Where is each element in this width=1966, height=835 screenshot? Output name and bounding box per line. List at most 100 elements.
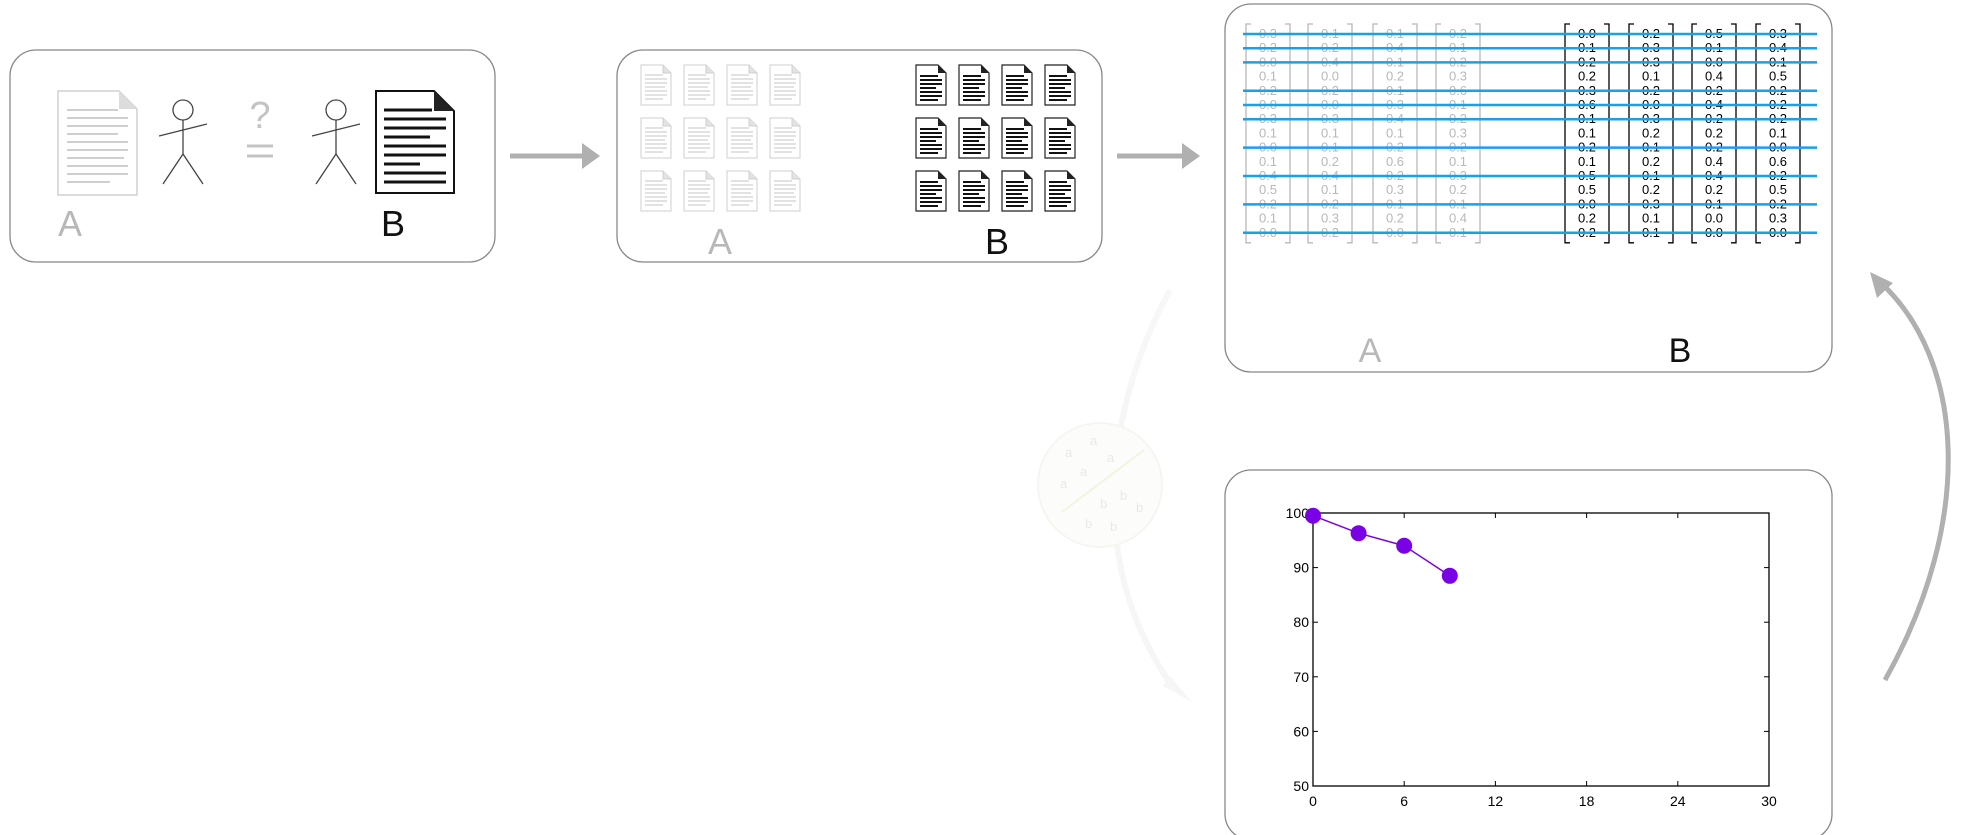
matrix-b-cell: 0.0 — [1705, 211, 1723, 226]
matrix-b-bracket-left — [1628, 23, 1634, 244]
matrix-a-cell: 0.0 — [1321, 69, 1339, 84]
matrix-a-cell: 0.1 — [1321, 125, 1339, 140]
x-tick-label: 18 — [1579, 793, 1595, 809]
matrix-b-cell: 0.2 — [1642, 154, 1660, 169]
arrow-1-head — [582, 143, 600, 169]
classifier-circle — [1037, 422, 1163, 548]
document-a-icon — [640, 64, 672, 106]
matrix-a-cell: 0.1 — [1386, 125, 1404, 140]
document-a-icon — [683, 170, 715, 212]
cluster-letter-b: b — [1085, 516, 1092, 531]
matrix-b-bracket-left — [1564, 23, 1570, 244]
chart-series — [1305, 507, 1458, 584]
document-b-icon — [915, 170, 947, 212]
document-b-icon — [1044, 117, 1076, 159]
panel-3-label-b: B — [1669, 332, 1692, 370]
data-point — [1350, 525, 1367, 542]
document-a-icon — [726, 170, 758, 212]
decision-boundary — [1061, 449, 1145, 513]
selected-rows-highlight — [1243, 32, 1817, 235]
matrix-b-cell: 0.2 — [1705, 125, 1723, 140]
document-a-icon — [57, 90, 138, 196]
matrix-a-cell: 0.2 — [1386, 211, 1404, 226]
cluster-letter-a: a — [1090, 433, 1098, 448]
matrix-b-cell: 0.5 — [1769, 182, 1787, 197]
matrix-b-cell: 0.3 — [1769, 211, 1787, 226]
document-b-icon — [375, 90, 455, 194]
panel-3-frame — [1224, 3, 1833, 373]
matrix-a-bracket-left — [1245, 23, 1251, 244]
document-b-icon — [1001, 117, 1033, 159]
matrix-b-cell: 0.4 — [1705, 69, 1723, 84]
data-point — [1396, 537, 1413, 554]
matrix-a-cell: 0.1 — [1259, 69, 1277, 84]
y-tick-label: 90 — [1293, 560, 1309, 576]
matrix-b-cell: 0.1 — [1578, 125, 1596, 140]
matrix-a-cell: 0.2 — [1386, 69, 1404, 84]
document-a-icon — [640, 117, 672, 159]
return-arrow-head — [1870, 272, 1893, 298]
matrix-b-cell: 0.2 — [1705, 182, 1723, 197]
document-a-icon — [769, 117, 801, 159]
matrix-a-cell: 0.2 — [1449, 182, 1467, 197]
arrow-2-head — [1182, 143, 1200, 169]
document-b-icon — [1001, 170, 1033, 212]
document-a-icon — [683, 117, 715, 159]
panel-1-label-a: A — [58, 203, 82, 244]
document-b-icon — [958, 170, 990, 212]
matrix-a-cell: 0.3 — [1386, 182, 1404, 197]
document-b-icon — [915, 64, 947, 106]
panel-3-label-a: A — [1359, 332, 1382, 370]
matrix-a-bracket-right — [1347, 23, 1353, 244]
matrix-b-cell: 0.5 — [1578, 182, 1596, 197]
y-tick-label: 100 — [1286, 505, 1310, 521]
equals-icon — [247, 144, 273, 158]
panel-human-judgement: ? A B — [9, 49, 496, 263]
document-a-icon — [769, 64, 801, 106]
matrix-b-cell: 0.4 — [1705, 154, 1723, 169]
cluster-letter-a: a — [1080, 464, 1088, 479]
faint-curve-arrow-head — [1163, 676, 1192, 702]
matrix-b-cell: 0.1 — [1769, 125, 1787, 140]
matrix-b-cell: 0.2 — [1578, 211, 1596, 226]
matrix-b-cell: 0.2 — [1642, 182, 1660, 197]
x-tick-label: 0 — [1309, 793, 1317, 809]
matrix-a-bracket-left — [1372, 23, 1378, 244]
cluster-letter-b: b — [1136, 500, 1143, 515]
matrix-a-cell: 0.2 — [1321, 154, 1339, 169]
matrix-a-cell: 0.1 — [1259, 154, 1277, 169]
document-a-icon — [726, 117, 758, 159]
return-arrow — [1878, 280, 1951, 682]
matrix-b-cell: 0.1 — [1578, 154, 1596, 169]
panel-2-label-a: A — [708, 221, 732, 262]
document-b-icon — [958, 64, 990, 106]
question-mark: ? — [249, 95, 270, 137]
matrix-a-bracket-left — [1307, 23, 1313, 244]
matrix-b-cell: 0.2 — [1642, 125, 1660, 140]
data-point — [1441, 567, 1458, 584]
matrix-a-cell: 0.3 — [1449, 125, 1467, 140]
y-tick-label: 70 — [1293, 669, 1309, 685]
y-tick-label: 50 — [1293, 778, 1309, 794]
matrix-b-cell: 0.1 — [1642, 211, 1660, 226]
matrix-a-cell: 0.1 — [1321, 182, 1339, 197]
panel-1-label-b: B — [381, 203, 405, 244]
matrix-a-cell: 0.3 — [1449, 69, 1467, 84]
matrix-b-cell: 0.1 — [1642, 69, 1660, 84]
y-tick-label: 80 — [1293, 614, 1309, 630]
document-b-icon — [915, 117, 947, 159]
cluster-letter-b: b — [1120, 488, 1127, 503]
x-tick-label: 6 — [1400, 793, 1408, 809]
cluster-letter-a: a — [1060, 476, 1068, 491]
matrix-a-cell: 0.1 — [1259, 125, 1277, 140]
matrix-b-bracket-left — [1755, 23, 1761, 244]
document-b-icon — [1044, 170, 1076, 212]
document-a-icon — [683, 64, 715, 106]
data-point — [1305, 507, 1321, 524]
cluster-letter-a: a — [1065, 445, 1073, 460]
matrix-b-bracket-right — [1668, 23, 1674, 244]
matrix-a-cell: 0.1 — [1259, 211, 1277, 226]
document-b-icon — [1001, 64, 1033, 106]
